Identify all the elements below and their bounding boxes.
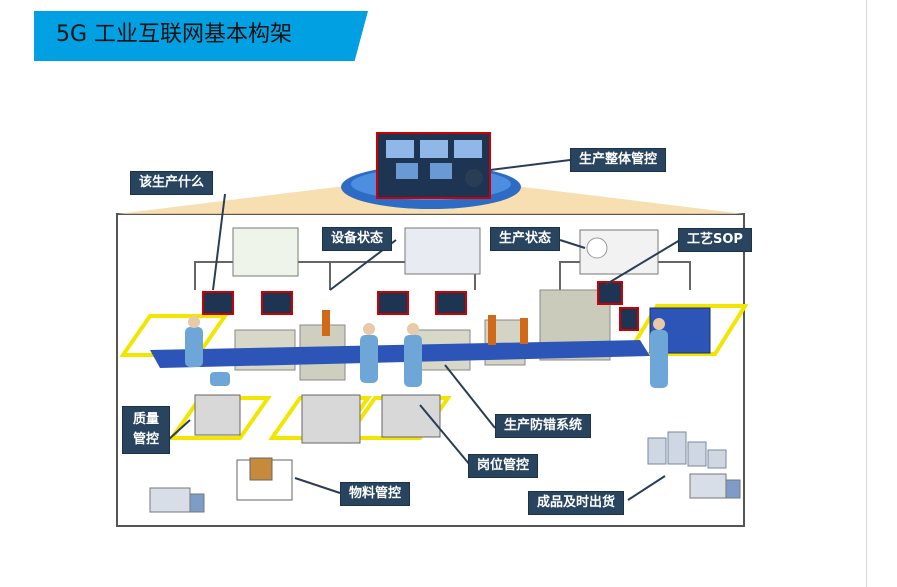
title-banner bbox=[34, 11, 368, 61]
label-material-control: 物料管控 bbox=[340, 482, 411, 506]
monitor-screen bbox=[454, 140, 482, 158]
label-quality-line2: 管控 bbox=[132, 432, 159, 447]
trucks bbox=[149, 473, 741, 513]
monitor-screen bbox=[430, 163, 452, 179]
buildings bbox=[647, 431, 727, 469]
label-overall-control: 生产整体管控 bbox=[570, 148, 667, 172]
label-quality-control: 质量 管控 bbox=[122, 406, 170, 454]
label-what-to-produce: 该生产什么 bbox=[130, 171, 214, 195]
carts bbox=[194, 394, 441, 501]
dashboards bbox=[232, 227, 659, 277]
label-production-status: 生产状态 bbox=[490, 227, 561, 251]
label-quality-line1: 质量 bbox=[132, 412, 159, 427]
monitor-screen bbox=[396, 163, 418, 179]
label-error-proofing: 生产防错系统 bbox=[495, 414, 592, 438]
conveyor-belt bbox=[150, 340, 650, 368]
robot-arms bbox=[322, 310, 528, 345]
page-title: 5G 工业互联网基本构架 bbox=[56, 22, 293, 47]
label-equipment-status: 设备状态 bbox=[322, 227, 393, 251]
label-station-control: 岗位管控 bbox=[468, 454, 539, 478]
right-divider bbox=[866, 0, 867, 587]
label-finished-goods: 成品及时出货 bbox=[528, 491, 625, 515]
monitor-screen bbox=[386, 140, 414, 158]
monitor-screen bbox=[420, 140, 448, 158]
leader-lines bbox=[167, 159, 681, 501]
workers bbox=[185, 316, 668, 388]
station-panels bbox=[202, 281, 639, 331]
operator-figure bbox=[465, 169, 483, 187]
label-process-sop: 工艺SOP bbox=[678, 228, 752, 252]
